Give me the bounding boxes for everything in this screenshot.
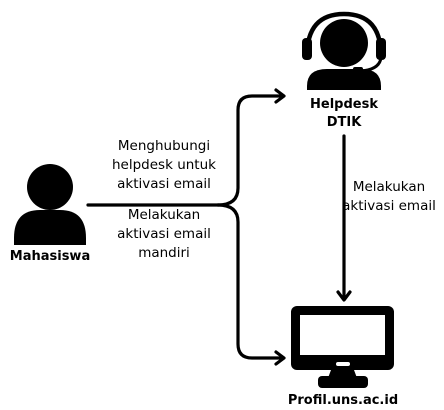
arrowhead-helpdesk	[274, 88, 286, 104]
portal-label: Profil.uns.ac.id	[287, 393, 399, 408]
contact-helpdesk-line3: aktivasi email	[117, 176, 211, 192]
connector-lines	[86, 88, 352, 366]
headset-agent-icon	[302, 11, 386, 90]
arrow-to-helpdesk	[216, 94, 284, 207]
self-activation-line3: mandiri	[138, 245, 190, 261]
computer-monitor-icon	[291, 306, 394, 388]
helpdesk-label-line2: DTIK	[326, 115, 362, 130]
arrow-to-portal	[216, 203, 284, 360]
contact-helpdesk-line1: Menghubungi	[117, 138, 211, 154]
helpdesk-activation-line2: aktivasi email	[342, 198, 436, 214]
self-activation-line1: Melakukan	[127, 207, 201, 223]
contact-helpdesk-line2: helpdesk untuk	[112, 157, 216, 173]
arrowhead-down	[336, 290, 352, 302]
student-label: Mahasiswa	[9, 249, 91, 264]
helpdesk-label-line1: Helpdesk	[310, 97, 378, 112]
self-activation-line2: aktivasi email	[117, 226, 211, 242]
arrowhead-portal	[274, 350, 286, 366]
person-icon	[14, 164, 86, 245]
helpdesk-activation-line1: Melakukan	[352, 179, 426, 195]
